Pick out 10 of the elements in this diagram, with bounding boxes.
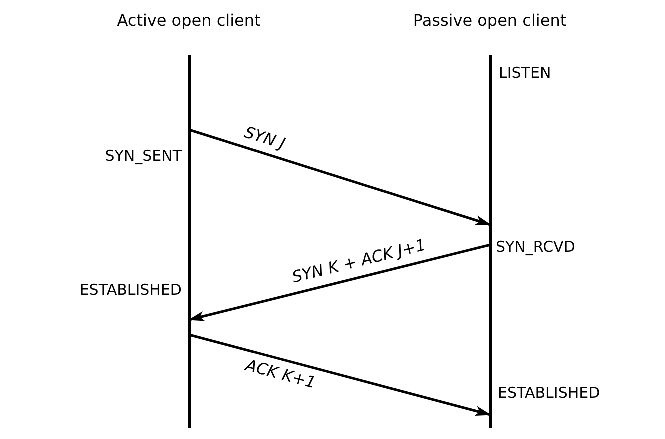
client-heading: Active open client	[117, 11, 261, 30]
client-heading: Passive open client	[413, 11, 567, 30]
state-label: LISTEN	[499, 64, 552, 82]
arrow	[188, 244, 491, 322]
state-label: ESTABLISHED	[80, 281, 182, 299]
arrow	[189, 334, 492, 416]
arrow	[189, 128, 492, 226]
state-label: ESTABLISHED	[498, 384, 600, 402]
state-label: SYN_SENT	[105, 147, 182, 165]
state-label: SYN_RCVD	[496, 238, 576, 256]
